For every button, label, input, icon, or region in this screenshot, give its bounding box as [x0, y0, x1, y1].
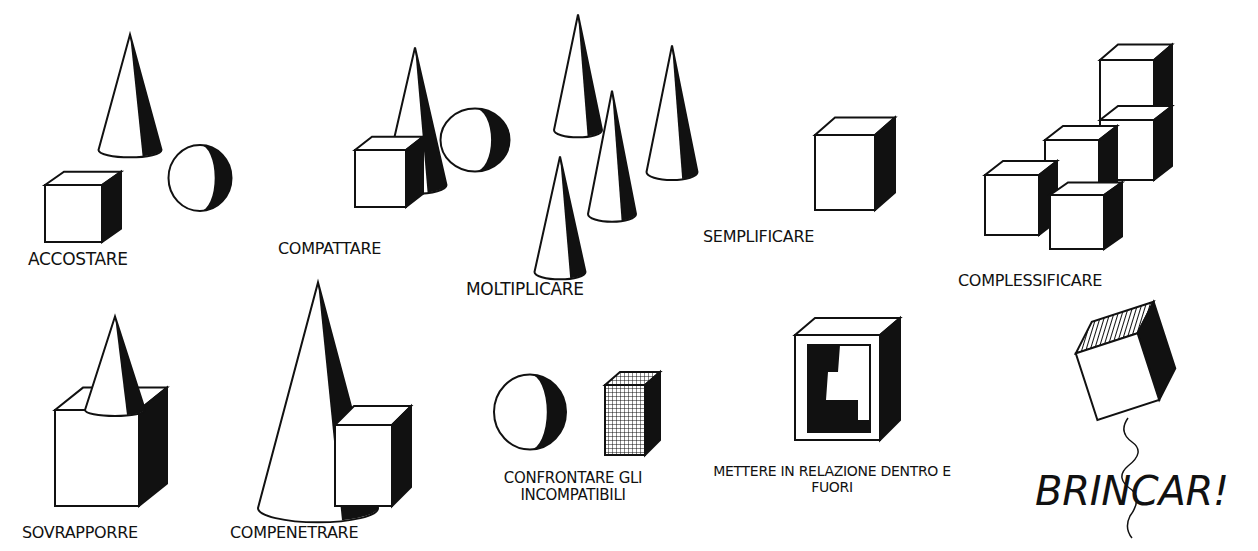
operation-label: SEMPLIFICARE — [703, 228, 923, 246]
operation-label: CONFRONTARE GLI INCOMPATIBILI — [478, 470, 668, 505]
operation-label: SOVRAPPORRE — [22, 524, 212, 542]
operation-label: METTERE IN RELAZIONE DENTRO E FUORI — [712, 463, 952, 495]
operation-label: ACCOSTARE — [28, 250, 203, 270]
operation-label: COMPLESSIFICARE — [958, 272, 1203, 290]
operation-label: MOLTIPLICARE — [466, 280, 671, 300]
operation-label: COMPATTARE — [278, 240, 438, 258]
operation-label: COMPENETRARE — [230, 524, 445, 542]
exclamation-label: BRINCAR! — [1035, 468, 1250, 514]
